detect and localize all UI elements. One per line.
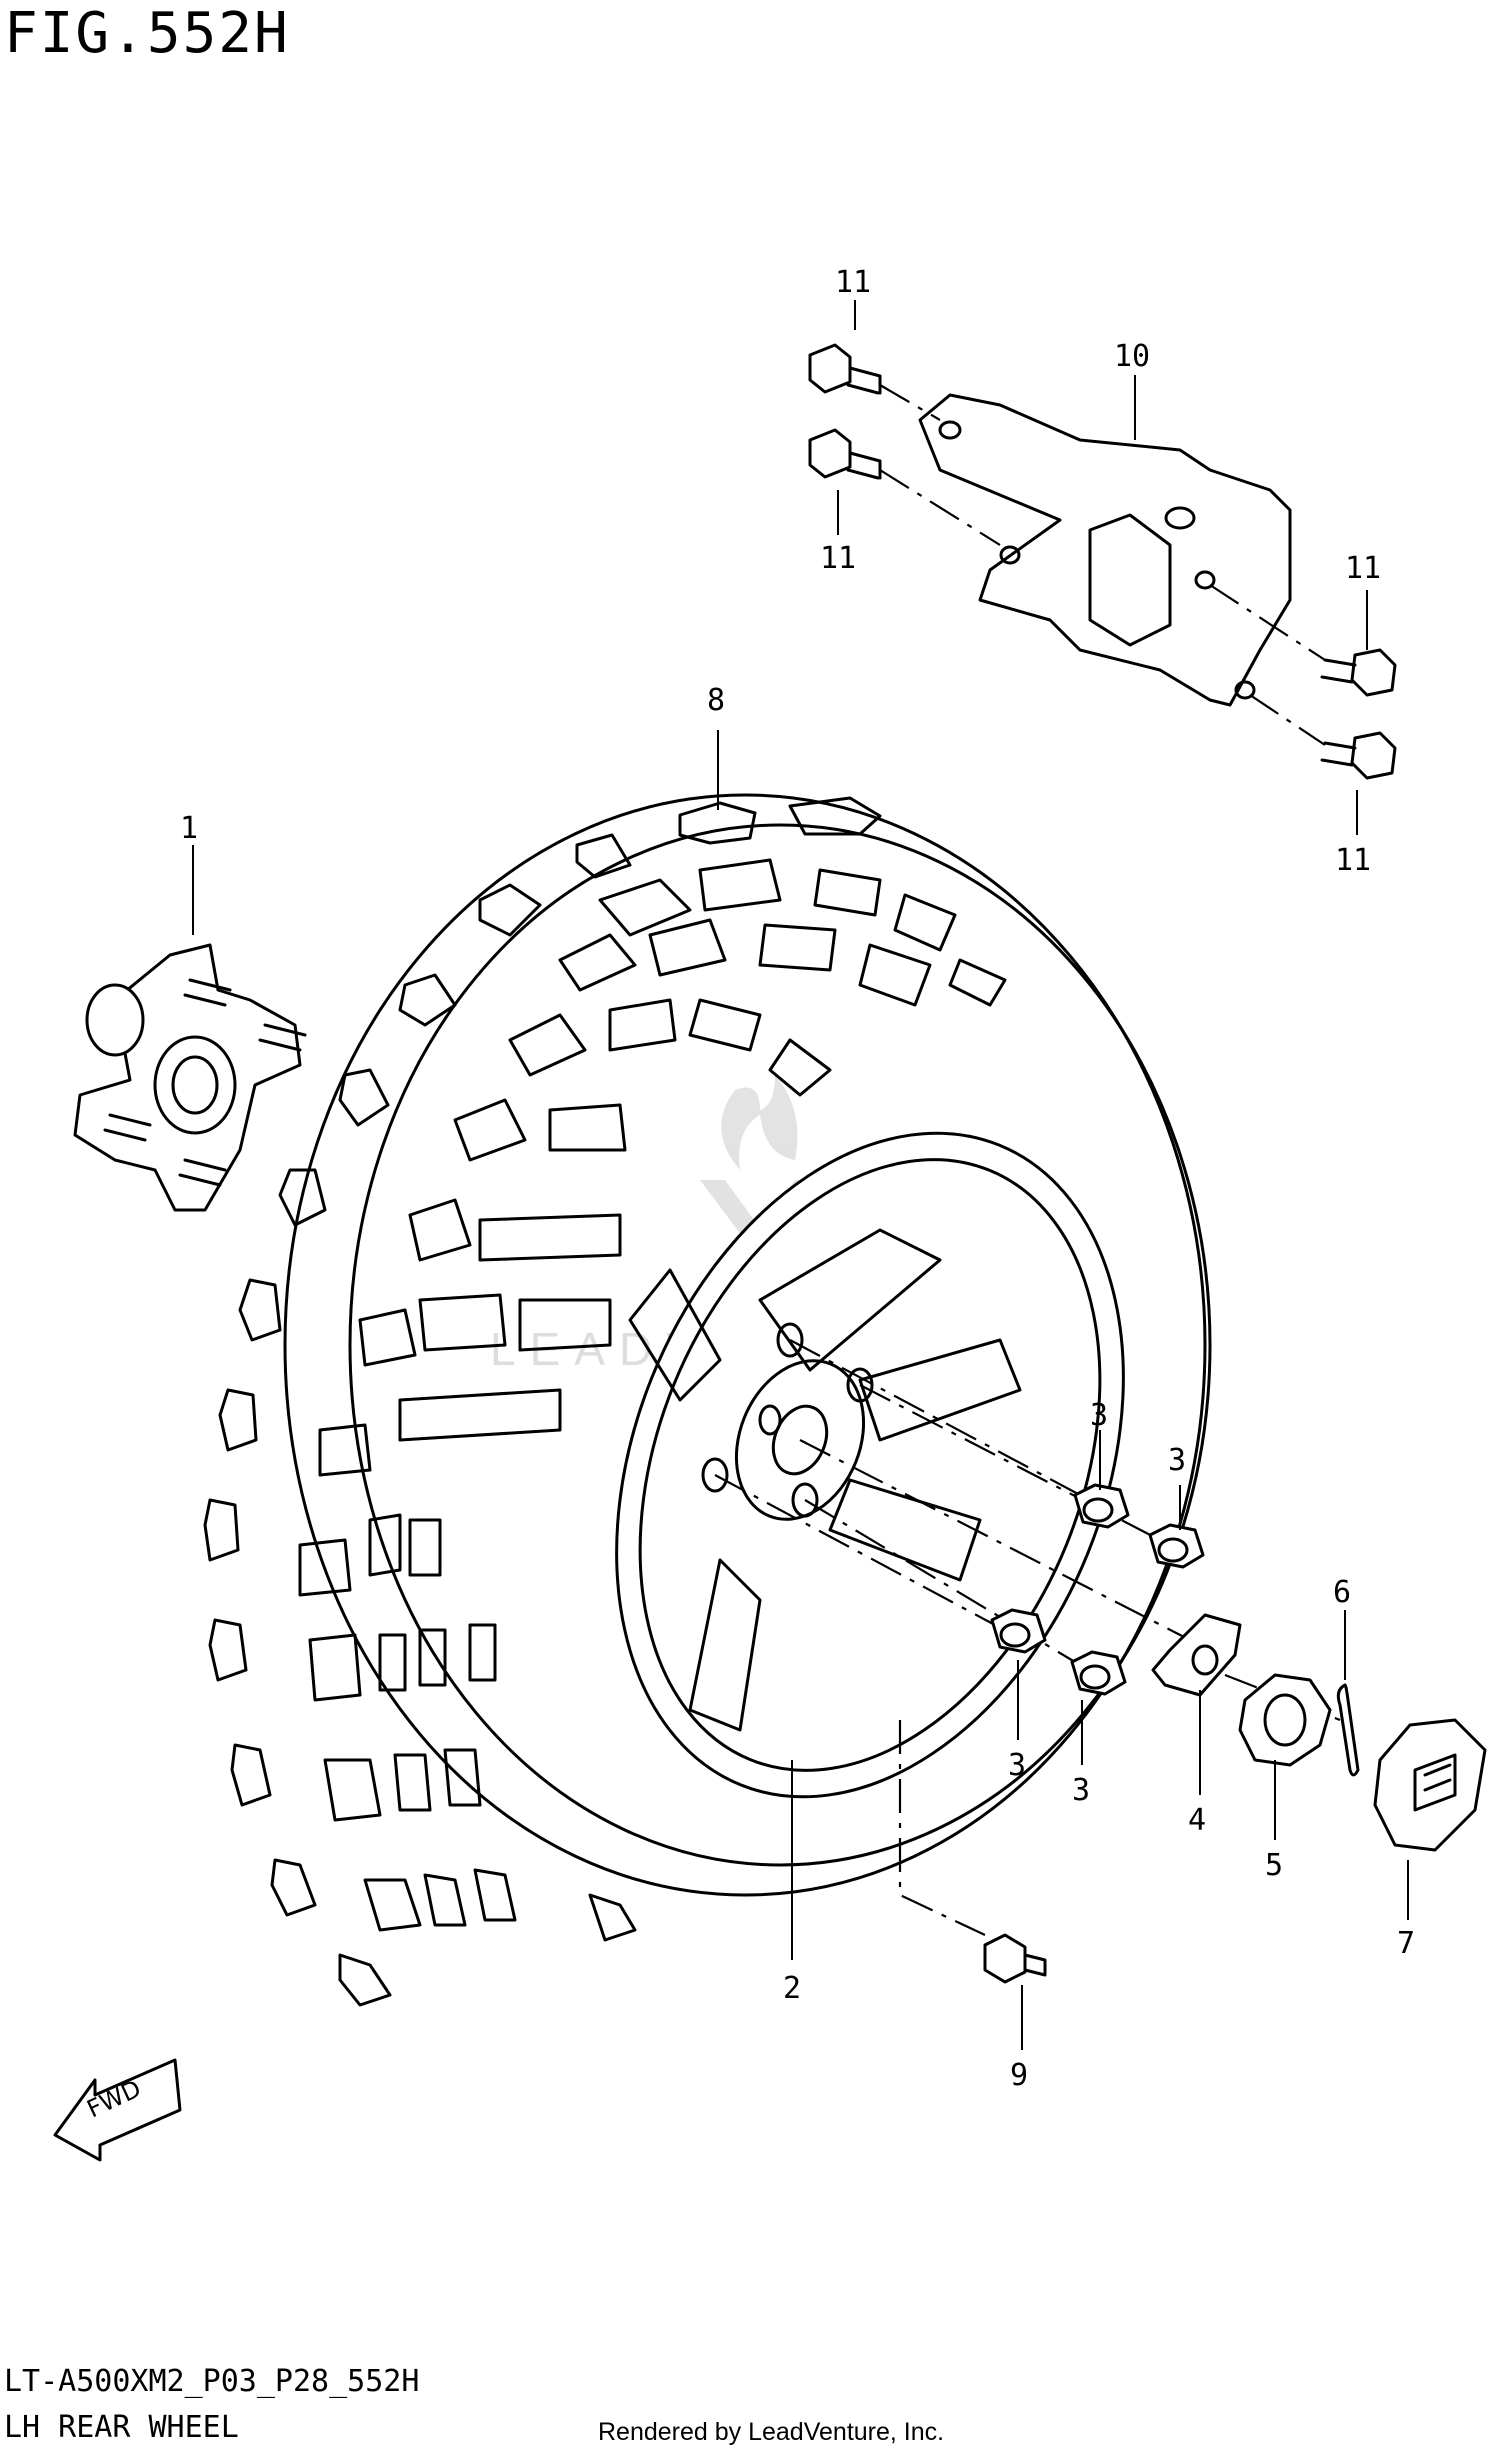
bracket-part-10[interactable] xyxy=(918,393,1292,707)
model-code: LT-A500XM2_P03_P28_552H xyxy=(4,2364,420,2399)
callout-11-c: 11 xyxy=(1345,551,1381,586)
callout-3-c: 3 xyxy=(1008,1748,1026,1783)
callout-11-a: 11 xyxy=(835,265,871,300)
valve-stem-part-9[interactable] xyxy=(983,1933,1047,1984)
render-credit: Rendered by LeadVenture, Inc. xyxy=(598,2418,945,2446)
callout-11-b: 11 xyxy=(820,541,856,576)
bolt-part-11-upper-a[interactable] xyxy=(808,343,882,395)
callout-3-b: 3 xyxy=(1168,1443,1186,1478)
callout-5: 5 xyxy=(1265,1848,1283,1883)
section-name: LH REAR WHEEL xyxy=(4,2410,239,2445)
callout-7: 7 xyxy=(1397,1926,1415,1961)
lug-nut-part-3-c[interactable] xyxy=(990,1608,1047,1654)
tire-part-8[interactable] xyxy=(203,793,1212,2007)
callout-11-d: 11 xyxy=(1335,843,1371,878)
wheel-rim-part-2[interactable] xyxy=(523,1057,1217,1873)
bolt-part-11-upper-b[interactable] xyxy=(808,428,882,480)
callout-1: 1 xyxy=(180,811,198,846)
lug-nut-part-3-b[interactable] xyxy=(1148,1523,1205,1569)
hub-stud xyxy=(103,978,307,1187)
callout-6: 6 xyxy=(1333,1575,1351,1610)
lug-nut-part-3-d[interactable] xyxy=(1070,1650,1127,1696)
bolt-part-11-right-b[interactable] xyxy=(1320,731,1397,780)
hub-cap-part-7[interactable] xyxy=(1373,1718,1487,1852)
callout-numbers: 1 2 3 3 3 3 4 5 6 7 8 9 10 11 11 11 11 xyxy=(180,265,1415,2093)
callout-8: 8 xyxy=(707,683,725,718)
callout-9: 9 xyxy=(1010,2058,1028,2093)
cotter-pin-part-6[interactable] xyxy=(1336,1683,1360,1777)
castle-nut-part-5[interactable] xyxy=(1238,1673,1332,1767)
callout-leaders xyxy=(192,300,1409,2050)
figure-title: FIG.552H xyxy=(4,1,290,66)
lug-nut-part-3-a[interactable] xyxy=(1073,1483,1130,1529)
callout-2: 2 xyxy=(783,1971,801,2006)
callout-3-d: 3 xyxy=(1072,1773,1090,1808)
washer-part-4[interactable] xyxy=(1151,1613,1242,1697)
bolt-part-11-right-a[interactable] xyxy=(1320,648,1397,697)
callout-3-a: 3 xyxy=(1090,1398,1108,1433)
wheel-hub-part-1[interactable] xyxy=(73,943,307,1212)
callout-4: 4 xyxy=(1188,1803,1206,1838)
callout-10: 10 xyxy=(1114,339,1150,374)
forward-direction-arrow: FWD xyxy=(53,2058,182,2162)
